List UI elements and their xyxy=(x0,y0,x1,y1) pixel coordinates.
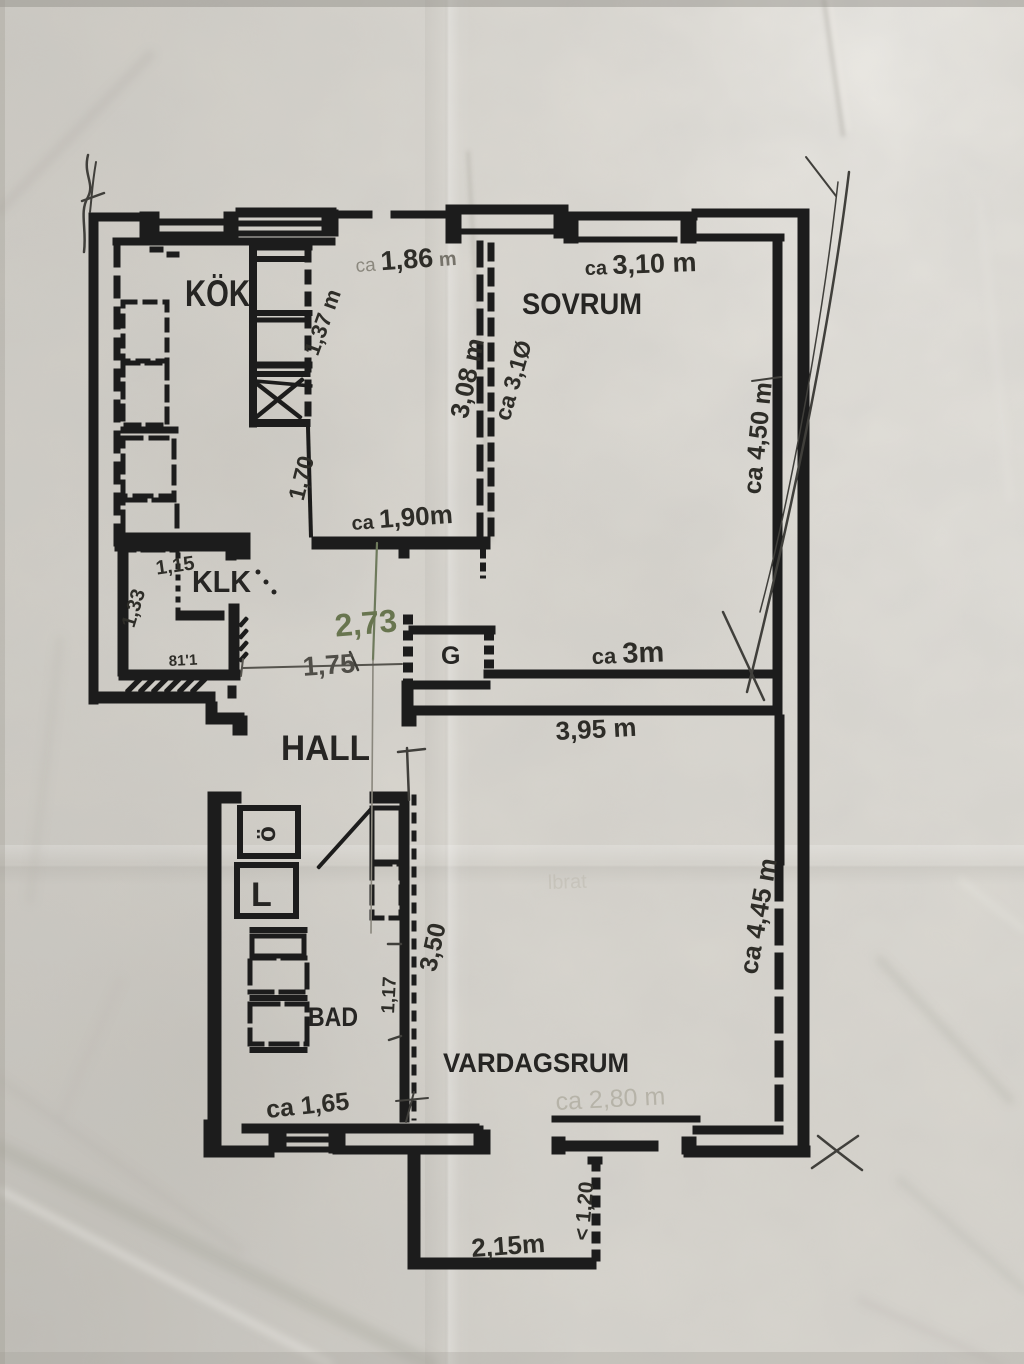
svg-text:2,15m: 2,15m xyxy=(470,1228,546,1263)
svg-text:1,17: 1,17 xyxy=(378,976,401,1014)
svg-text:HALL: HALL xyxy=(281,729,370,768)
svg-text:81'1: 81'1 xyxy=(168,652,197,670)
svg-text:BAD: BAD xyxy=(308,1002,358,1032)
svg-text:L: L xyxy=(251,876,272,914)
svg-text:3,95 m: 3,95 m xyxy=(555,712,637,746)
svg-text:VARDAGSRUM: VARDAGSRUM xyxy=(443,1048,629,1078)
svg-text:ca 1,90m: ca 1,90m xyxy=(350,499,453,536)
svg-text:< 1,20: < 1,20 xyxy=(570,1181,598,1242)
svg-text:KÖK: KÖK xyxy=(185,273,250,314)
svg-text:lbrat: lbrat xyxy=(547,871,587,894)
svg-text:SOVRUM: SOVRUM xyxy=(522,288,642,321)
svg-text:ca 3,10 m: ca 3,10 m xyxy=(584,247,697,281)
svg-text:1,75: 1,75 xyxy=(302,648,357,682)
svg-text:KLK: KLK xyxy=(192,564,252,599)
svg-text:ca 2,80 m: ca 2,80 m xyxy=(555,1082,666,1116)
svg-text:1,15: 1,15 xyxy=(154,552,196,579)
svg-text:ca 3m: ca 3m xyxy=(591,636,665,671)
svg-text:ca 1,86 m: ca 1,86 m xyxy=(354,241,457,278)
svg-text:G: G xyxy=(441,642,460,670)
svg-text:ö: ö xyxy=(251,826,281,842)
svg-text:2,73: 2,73 xyxy=(333,602,398,643)
